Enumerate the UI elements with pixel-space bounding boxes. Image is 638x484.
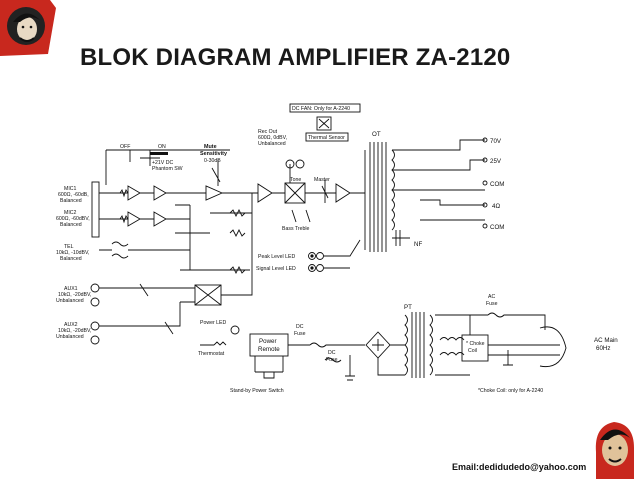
mute-label: Mute xyxy=(204,144,217,150)
rec-out-label: Rec Out xyxy=(258,129,278,135)
choke-coil-label: * Choke xyxy=(466,341,485,347)
mic2-type-label: Balanced xyxy=(60,222,82,228)
output-25v-label: 25V xyxy=(490,158,502,165)
ac-main-freq-label: 60Hz xyxy=(596,345,610,352)
power-led-label: Power LED xyxy=(200,320,226,326)
aux2-type-label: Unbalanced xyxy=(56,334,84,340)
output-4ohm-label: 4Ω xyxy=(492,203,500,210)
aux2-label: AUX2 xyxy=(64,322,78,328)
dc-fuse-1-label: DC xyxy=(296,324,304,330)
ac-fuse-label-2: Fuse xyxy=(486,301,498,307)
ac-main-label: AC Main xyxy=(594,337,618,344)
mic1-spec-label: 600Ω, -60dB, xyxy=(58,192,89,198)
contact-email: Email:dedidudedo@yahoo.com xyxy=(452,462,587,472)
choke-note-label: *Choke Coil: only for A-2240 xyxy=(478,388,543,394)
output-com1-label: COM xyxy=(490,181,504,188)
aux1-spec-label: 10kΩ, -20dBV, xyxy=(58,292,91,298)
output-com2-label: COM xyxy=(490,224,504,231)
thermostat-label: Thermostat xyxy=(198,351,225,357)
switch-on-label: ON xyxy=(158,144,166,150)
page-title: BLOK DIAGRAM AMPLIFIER ZA-2120 xyxy=(80,44,511,71)
ac-fuse-label: AC xyxy=(488,294,495,300)
mic1-label: MIC1 xyxy=(64,186,77,192)
power-remote-label: Power xyxy=(259,338,277,345)
bass-treble-label: Bass Treble xyxy=(282,226,310,232)
mute-sensitivity-label: Sensitivity xyxy=(200,151,227,157)
aux2-spec-label: 10kΩ, -20dBV, xyxy=(58,328,91,334)
standby-switch-label: Stand-by Power Switch xyxy=(230,388,284,394)
ot-label: OT xyxy=(372,131,381,138)
tel-label: TEL xyxy=(64,244,74,250)
rec-out-spec-label: 600Ω, 0dBV, xyxy=(258,135,287,141)
peak-led-label: Peak Level LED xyxy=(258,254,295,260)
mic2-spec-label: 600Ω, -60dBV, xyxy=(56,216,90,222)
mute-range-label: 0-30dB xyxy=(204,158,221,164)
rec-out-type-label: Unbalanced xyxy=(258,141,286,147)
dc-fuse-2-label: DC xyxy=(328,350,336,356)
master-label: Master xyxy=(314,177,330,183)
dc-fan-label: DC FAN: Only for A-2240 xyxy=(292,106,350,112)
aux1-label: AUX1 xyxy=(64,286,78,292)
tone-label: Tone xyxy=(290,177,301,183)
presenter-avatar xyxy=(588,412,638,479)
output-70v-label: 70V xyxy=(490,138,502,145)
thermal-sensor-label: Thermal Sensor xyxy=(308,135,345,141)
phantom-switch-label: Phantom SW xyxy=(152,166,183,172)
presenter-logo xyxy=(0,0,56,56)
amplifier-block-diagram: DC FAN: Only for A-2240 Thermal Sensor O… xyxy=(56,103,618,394)
aux1-type-label: Unbalanced xyxy=(56,298,84,304)
dc-fuse-2-label-2: Fuse xyxy=(326,357,338,363)
dc-fuse-1-label-2: Fuse xyxy=(294,331,306,337)
signal-led-label: Signal Level LED xyxy=(256,266,296,272)
phantom-voltage-label: +21V DC xyxy=(152,160,173,166)
mic2-label: MIC2 xyxy=(64,210,77,216)
tel-spec-label: 10kΩ, -10dBV, xyxy=(56,250,89,256)
nf-label: NF xyxy=(414,241,422,248)
tel-type-label: Balanced xyxy=(60,256,82,262)
pt-label: PT xyxy=(404,304,412,311)
mic1-type-label: Balanced xyxy=(60,198,82,204)
switch-off-label: OFF xyxy=(120,144,130,150)
power-remote-label-2: Remote xyxy=(258,346,280,353)
choke-coil-label-2: Coil xyxy=(468,348,477,354)
